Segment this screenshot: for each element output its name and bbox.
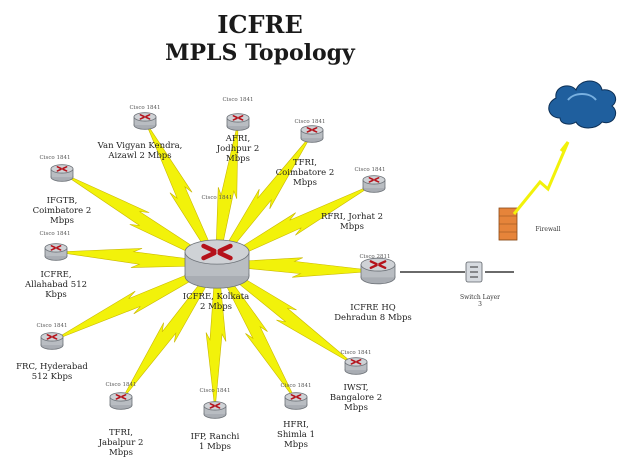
diagram-title: ICFRE: [217, 10, 303, 39]
allahabad-model-tag: Cisco 1841: [39, 231, 71, 237]
firewall-label: Firewall: [535, 226, 561, 233]
tfri-coimbatore-model-tag: Cisco 1841: [294, 119, 326, 125]
internet-cloud-icon: [548, 80, 617, 129]
hub-model-tag: Cisco 2811: [359, 254, 391, 260]
kolkata-model-tag: Cisco 1841: [201, 195, 233, 201]
router-icon-ifgtb: [50, 164, 74, 182]
router-icon-jodhpur: [226, 113, 250, 131]
router-icon-allahabad: [44, 243, 68, 261]
jorhat-model-tag: Cisco 1841: [354, 167, 386, 173]
switch-label: Switch Layer 3: [459, 294, 501, 308]
router-icon-bangalore: [344, 357, 368, 375]
router-icon-aizawl: [133, 112, 157, 130]
firewall-icon: [498, 207, 518, 241]
jabalpur-model-tag: Cisco 1841: [105, 382, 137, 388]
router-icon-jorhat: [362, 175, 386, 193]
site-label-jabalpur: TFRI, Jabalpur 2 Mbps: [98, 428, 144, 458]
jodhpur-model-tag: Cisco 1841: [222, 97, 254, 103]
router-nodes: [40, 80, 617, 419]
site-label-bangalore: IWST, Bangalore 2 Mbps: [329, 383, 383, 413]
hub-label: ICFRE HQ Dehradun 8 Mbps: [334, 303, 412, 323]
router-icon-shimla: [284, 392, 308, 410]
site-label-shimla: HFRI, Shimla 1 Mbps: [277, 420, 315, 450]
site-label-kolkata: ICFRE, Kolkata 2 Mbps: [182, 292, 250, 312]
layer3-switch-icon: [465, 261, 483, 283]
diagram-subtitle: MPLS Topology: [165, 40, 355, 66]
site-label-aizawl: Van Vigyan Kendra, Aizawl 2 Mbps: [97, 141, 183, 161]
router-icon-hq: [360, 257, 396, 285]
router-icon-ranchi: [203, 401, 227, 419]
bangalore-model-tag: Cisco 1841: [340, 350, 372, 356]
site-label-tfri-coimbatore: TFRI, Coimbatore 2 Mbps: [275, 158, 335, 188]
site-label-ifgtb: IFGTB, Coimbatore 2 Mbps: [32, 196, 92, 226]
site-label-allahabad: ICFRE, Allahabad 512 Kbps: [24, 270, 88, 300]
wan-links: [51, 120, 379, 411]
shimla-model-tag: Cisco 1841: [280, 383, 312, 389]
site-label-jodhpur: AFRI, Jodhpur 2 Mbps: [216, 134, 260, 164]
ifgtb-model-tag: Cisco 1841: [39, 155, 71, 161]
router-icon-core: [184, 239, 250, 289]
internet-link: [512, 141, 570, 215]
site-label-hyderabad: FRC, Hyderabad 512 Kbps: [16, 362, 88, 382]
router-icon-hyderabad: [40, 332, 64, 350]
router-icon-jabalpur: [109, 392, 133, 410]
site-label-jorhat: RFRI, Jorhat 2 Mbps: [320, 212, 384, 232]
ranchi-model-tag: Cisco 1841: [199, 388, 231, 394]
site-label-ranchi: IFP, Ranchi 1 Mbps: [190, 432, 240, 452]
hyderabad-model-tag: Cisco 1841: [36, 323, 68, 329]
router-icon-tfri-coimbatore: [300, 125, 324, 143]
aizawl-model-tag: Cisco 1841: [129, 105, 161, 111]
